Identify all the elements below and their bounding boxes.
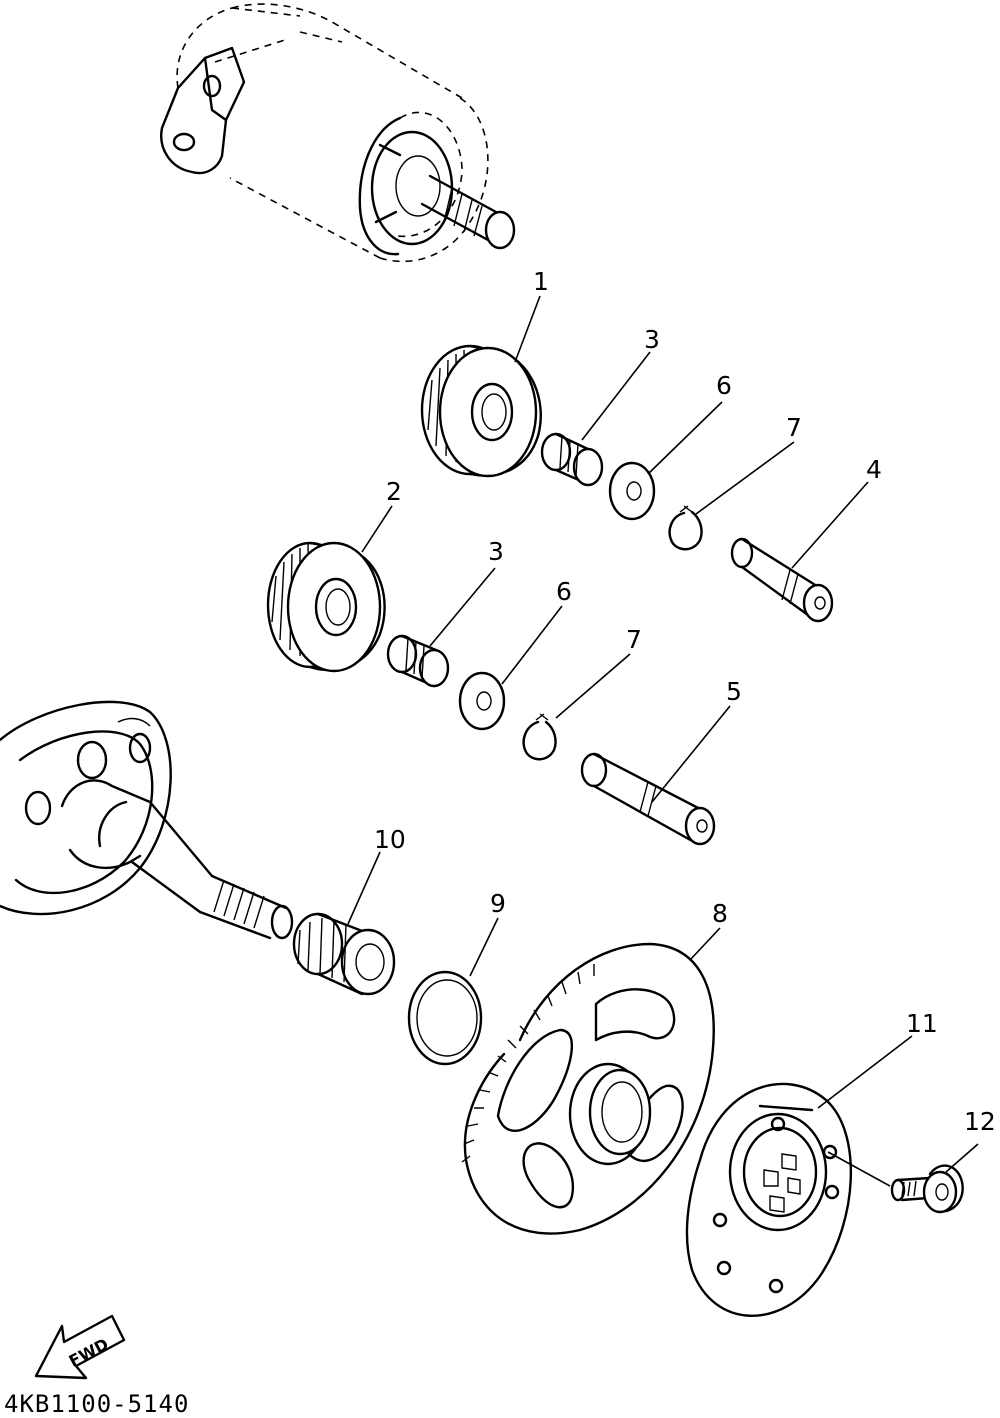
callout-6a: 6	[716, 371, 732, 400]
callout-5: 5	[726, 677, 742, 706]
one-way-clutch-11	[685, 1082, 853, 1317]
needle-bearing-10	[292, 912, 396, 996]
callout-6b: 6	[556, 577, 572, 606]
idler-gear-1	[420, 344, 542, 478]
needle-bearing-3-lower	[386, 634, 450, 688]
wheel-gear-8	[461, 942, 715, 1235]
circlip-7-lower	[522, 713, 557, 761]
washer-6-lower	[458, 671, 506, 731]
callout-7b: 7	[626, 625, 642, 654]
callout-labels: 1 3 6 7 4 2 3 6 7 5 10 9 8 11 12	[374, 267, 996, 1136]
callout-10: 10	[374, 825, 406, 854]
circlip-7-upper	[668, 505, 703, 551]
needle-bearing-3-upper	[540, 432, 604, 487]
callout-1: 1	[533, 267, 549, 296]
callout-3a: 3	[644, 325, 660, 354]
diagram-code: 4KB1100-5140	[4, 1390, 189, 1418]
callout-11: 11	[906, 1009, 938, 1038]
fwd-arrow-icon: FWD	[34, 1314, 126, 1380]
washer-9	[407, 970, 483, 1066]
idler-gear-2	[266, 541, 386, 673]
bolt-12	[890, 1164, 964, 1214]
callout-2: 2	[386, 477, 402, 506]
callout-8: 8	[712, 899, 728, 928]
callout-7a: 7	[786, 413, 802, 442]
callout-3b: 3	[488, 537, 504, 566]
shaft-4	[730, 537, 834, 623]
starter-clutch-shaft	[0, 700, 294, 940]
fwd-label: FWD	[66, 1334, 112, 1370]
washer-6-upper	[608, 461, 656, 521]
shaft-5	[580, 752, 716, 846]
leader-lines	[347, 295, 979, 1187]
callout-12: 12	[964, 1107, 996, 1136]
starter-motor	[160, 3, 516, 263]
callout-4: 4	[866, 455, 882, 484]
callout-9: 9	[490, 889, 506, 918]
